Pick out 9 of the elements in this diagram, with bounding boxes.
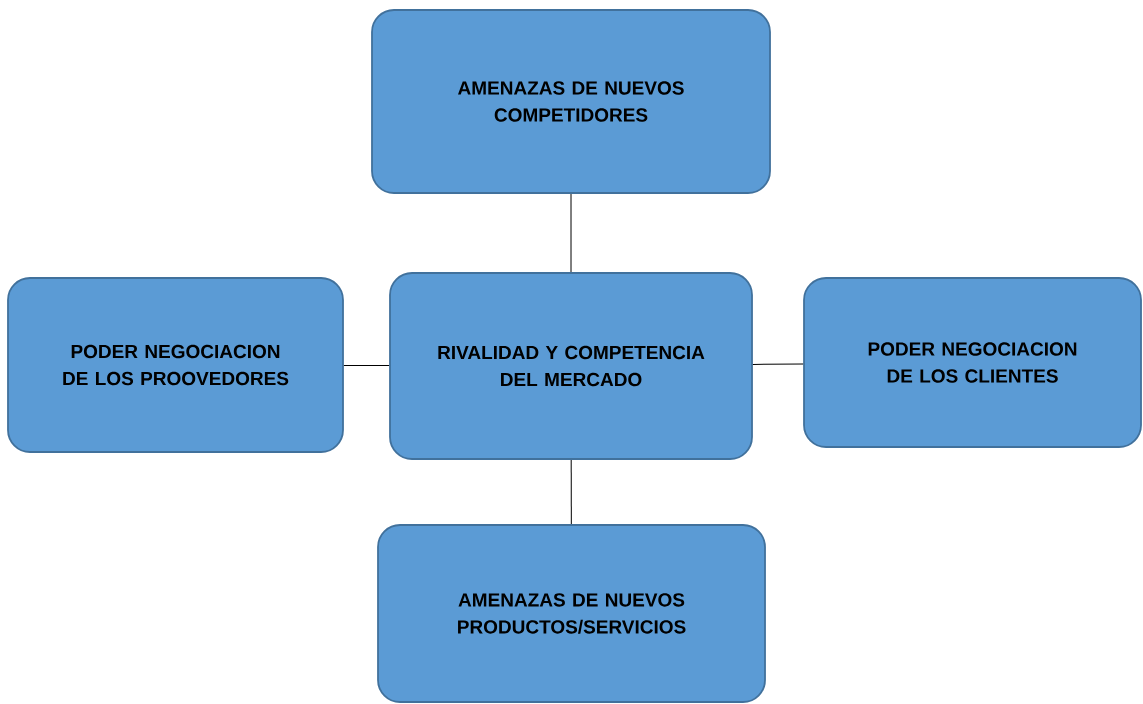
process-box: AMENAZAS DE NUEVOS COMPETIDORES xyxy=(371,9,771,194)
process-box: RIVALIDAD Y COMPETENCIA DEL MERCADO xyxy=(389,272,753,460)
process-box: AMENAZAS DE NUEVOS PRODUCTOS/SERVICIOS xyxy=(377,524,766,703)
process-box: PODER NEGOCIACION DE LOS PROOVEDORES xyxy=(7,277,344,453)
connector-line xyxy=(343,364,390,367)
connector-line xyxy=(570,193,572,273)
connector-line xyxy=(752,363,804,365)
process-box: PODER NEGOCIACION DE LOS CLIENTES xyxy=(803,277,1142,448)
connector-line xyxy=(570,459,572,525)
